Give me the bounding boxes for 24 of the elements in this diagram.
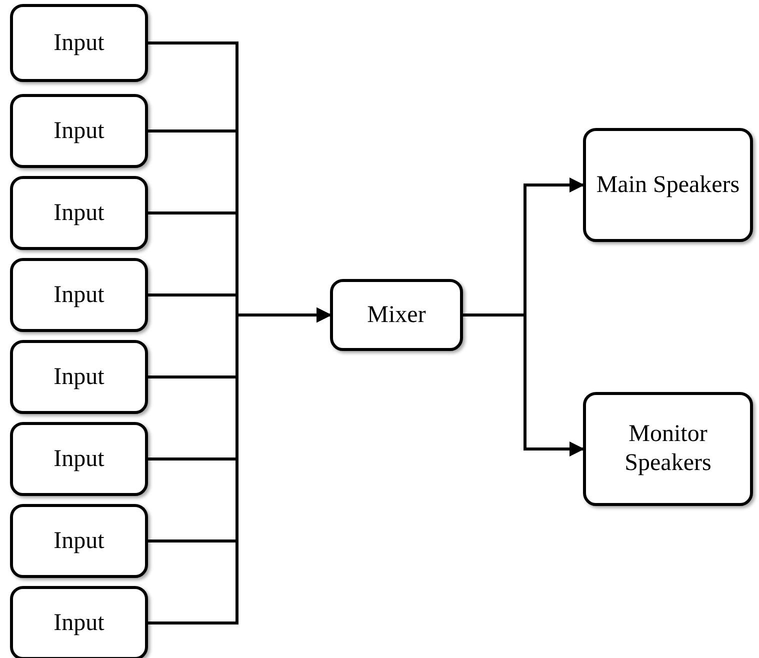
connector-arrow xyxy=(148,308,332,624)
connector-arrow xyxy=(463,314,584,456)
process-box xyxy=(583,392,753,506)
node-label: Input xyxy=(54,444,104,474)
node-label: Mixer xyxy=(367,300,426,330)
node-label: Input xyxy=(54,608,104,638)
node-label: Input xyxy=(54,362,104,392)
process-box xyxy=(10,422,148,496)
process-box xyxy=(10,504,148,578)
node-label: Input xyxy=(54,198,104,228)
node-label: Monitor Speakers xyxy=(624,420,712,478)
process-box xyxy=(10,340,148,414)
process-box xyxy=(583,128,753,242)
node-label: Input xyxy=(54,28,104,58)
node-label: Input xyxy=(54,116,104,146)
process-box xyxy=(10,258,148,332)
node-label: Input xyxy=(54,280,104,310)
process-box xyxy=(10,4,148,82)
process-box xyxy=(10,586,148,658)
node-label: Main Speakers xyxy=(596,170,740,200)
node-label: Input xyxy=(54,526,104,556)
process-box xyxy=(330,279,463,351)
process-box xyxy=(10,176,148,250)
process-box xyxy=(10,94,148,168)
